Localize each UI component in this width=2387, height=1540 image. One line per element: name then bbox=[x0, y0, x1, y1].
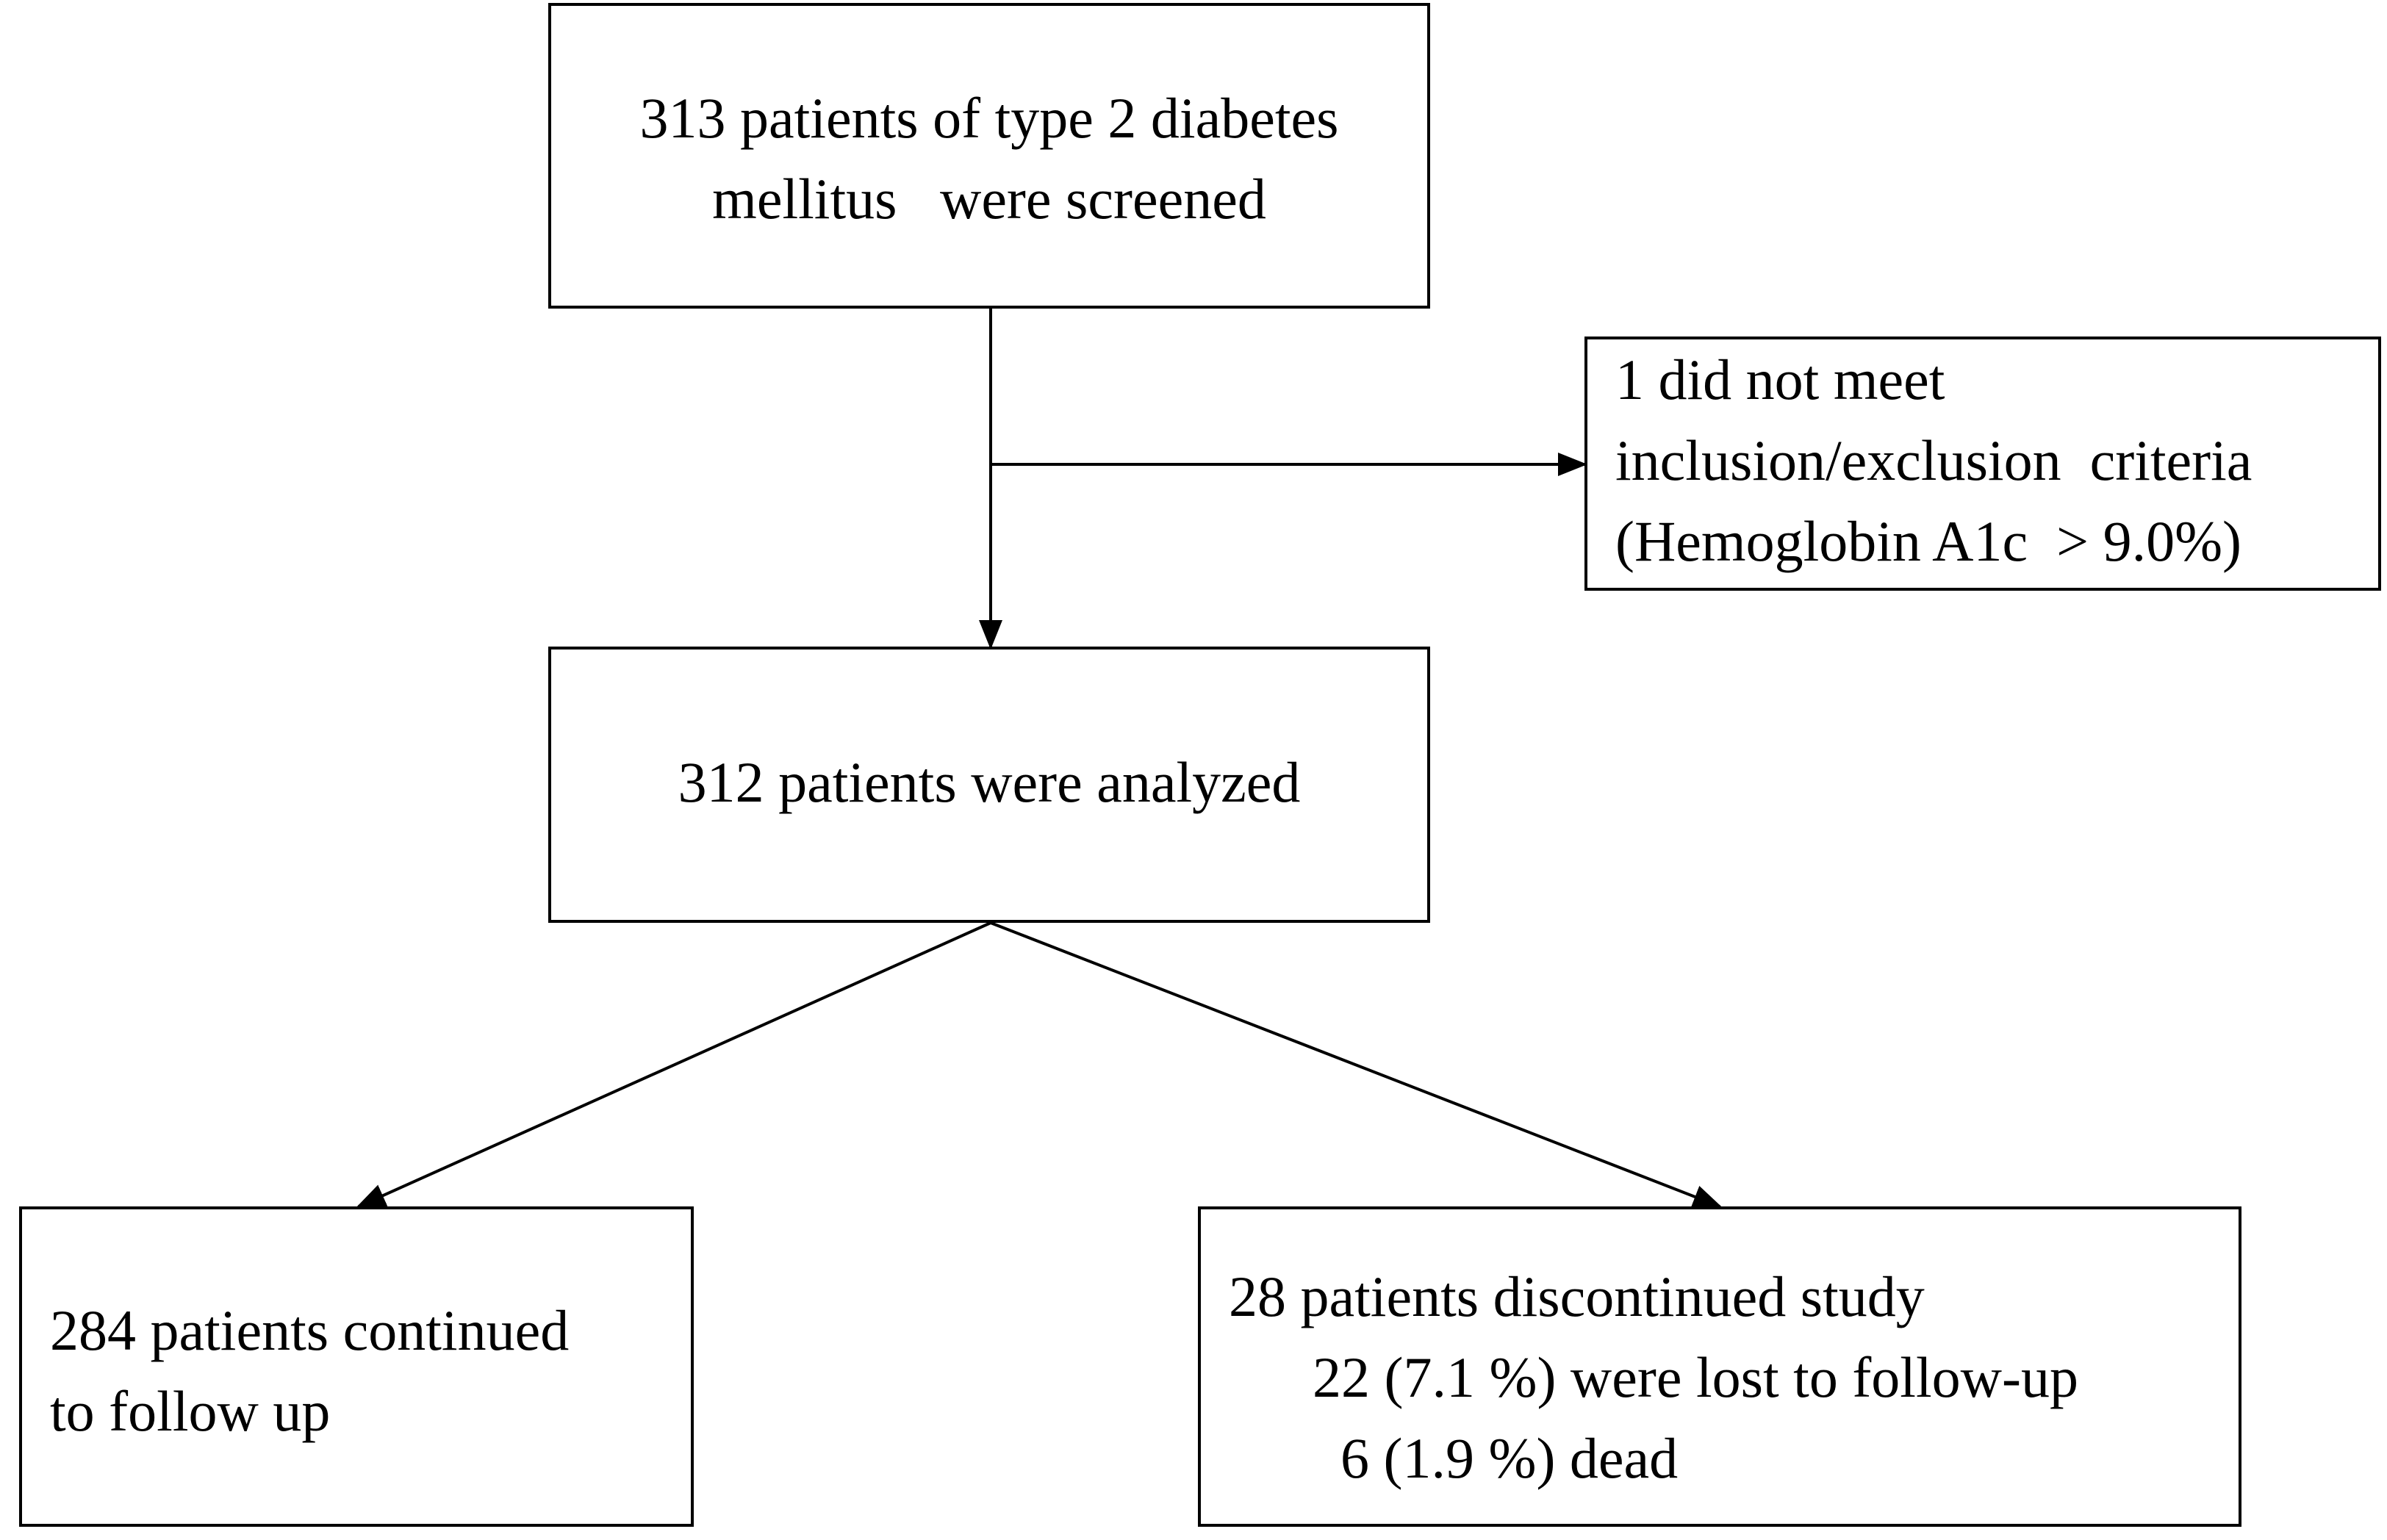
excluded-line-3: (Hemoglobin A1c > 9.0%) bbox=[1615, 509, 2242, 573]
screened-box: 313 patients of type 2 diabetes mellitus… bbox=[548, 3, 1430, 309]
connector-analyzed-to-continued bbox=[356, 921, 991, 1208]
discontinued-line-2: 22 (7.1 %) were lost to follow-up bbox=[1313, 1345, 2078, 1409]
continued-line-2: to follow up bbox=[50, 1379, 331, 1443]
analyzed-line-1: 312 patients were analyzed bbox=[678, 750, 1301, 814]
excluded-box: 1 did not meet inclusion/exclusion crite… bbox=[1584, 337, 2381, 591]
screened-line-1: 313 patients of type 2 diabetes bbox=[639, 86, 1339, 150]
connector-analyzed-to-discontinued bbox=[990, 921, 1723, 1208]
continued-line-1: 284 patients continued bbox=[50, 1298, 570, 1362]
continued-box: 284 patients continued to follow up bbox=[19, 1206, 694, 1527]
screened-line-2: mellitus were screened bbox=[712, 167, 1266, 231]
discontinued-line-1: 28 patients discontinued study bbox=[1229, 1264, 1925, 1328]
discontinued-box: 28 patients discontinued study 22 (7.1 %… bbox=[1198, 1206, 2241, 1527]
discontinued-line-3: 6 (1.9 %) dead bbox=[1340, 1426, 1679, 1490]
excluded-line-1: 1 did not meet bbox=[1615, 348, 1945, 411]
analyzed-box: 312 patients were analyzed bbox=[548, 647, 1430, 923]
excluded-line-2: inclusion/exclusion criteria bbox=[1615, 428, 2253, 492]
